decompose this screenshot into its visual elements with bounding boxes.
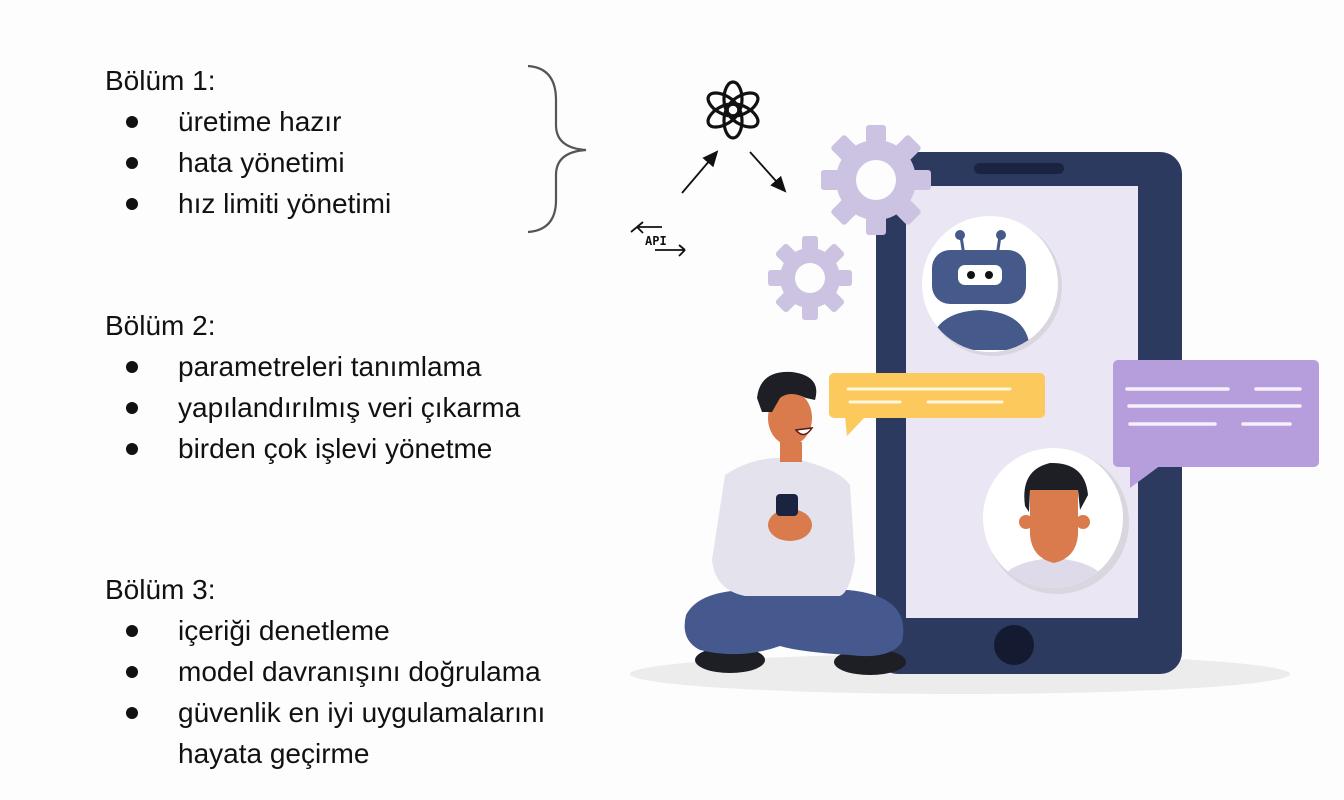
bullet-icon xyxy=(126,157,138,169)
robot-avatar-icon xyxy=(922,216,1062,356)
list-item: model davranışını doğrulama xyxy=(105,651,545,692)
bullet-icon xyxy=(126,625,138,637)
bullet-icon xyxy=(126,198,138,210)
section-2: Bölüm 2: parametreleri tanımlama yapılan… xyxy=(105,306,520,469)
chat-bubble-icon xyxy=(1113,360,1319,488)
list-item: yapılandırılmış veri çıkarma xyxy=(105,387,520,428)
gear-icon xyxy=(821,125,931,235)
section-1: Bölüm 1: üretime hazır hata yönetimi hız… xyxy=(105,61,391,224)
person-avatar-icon xyxy=(983,448,1129,594)
arrow-up-icon xyxy=(681,150,719,194)
arrow-down-icon xyxy=(749,151,787,193)
section-1-title: Bölüm 1: xyxy=(105,65,216,96)
bullet-icon xyxy=(126,707,138,719)
openai-logo-icon xyxy=(706,80,760,140)
api-exchange-icon xyxy=(630,221,686,257)
api-label: API xyxy=(645,234,667,248)
bullet-icon xyxy=(126,116,138,128)
list-item: içeriği denetleme xyxy=(105,610,545,651)
chat-bubble-icon xyxy=(829,373,1045,436)
list-item: hız limiti yönetimi xyxy=(105,183,391,224)
section-2-list: parametreleri tanımlama yapılandırılmış … xyxy=(105,346,520,469)
section-3-title: Bölüm 3: xyxy=(105,574,216,605)
list-item: parametreleri tanımlama xyxy=(105,346,520,387)
person-figure xyxy=(684,371,906,675)
curly-brace-icon xyxy=(527,64,587,234)
section-3: Bölüm 3: içeriği denetleme model davranı… xyxy=(105,570,545,774)
list-item: birden çok işlevi yönetme xyxy=(105,428,520,469)
section-1-list: üretime hazır hata yönetimi hız limiti y… xyxy=(105,101,391,224)
section-2-title: Bölüm 2: xyxy=(105,310,216,341)
list-item: hata yönetimi xyxy=(105,142,391,183)
list-item: üretime hazır xyxy=(105,101,391,142)
list-item: güvenlik en iyi uygulamalarını hayata ge… xyxy=(105,692,545,774)
bullet-icon xyxy=(126,666,138,678)
gear-icon xyxy=(768,236,852,320)
bullet-icon xyxy=(126,443,138,455)
section-3-list: içeriği denetleme model davranışını doğr… xyxy=(105,610,545,774)
bullet-icon xyxy=(126,402,138,414)
bullet-icon xyxy=(126,361,138,373)
